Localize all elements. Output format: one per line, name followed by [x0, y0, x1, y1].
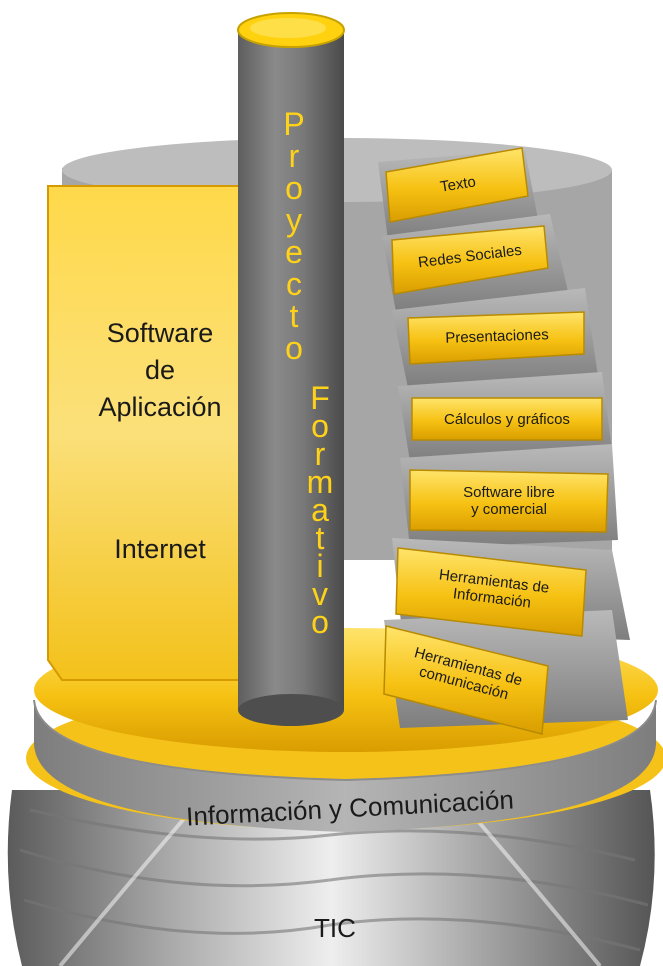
panel-line-de: de: [144, 355, 176, 386]
step-label-calculos: Cálculos y gráficos: [444, 411, 570, 428]
left-panel-text: Software de Aplicación: [60, 318, 260, 423]
panel-line-software: Software: [106, 318, 214, 348]
step-label-boxes: [383, 147, 609, 735]
panel-line-internet: Internet: [114, 534, 206, 564]
panel-line-aplicacion: Aplicación: [98, 392, 222, 423]
column-word-proyecto: P r o y e c t o: [283, 106, 305, 366]
central-column: [237, 12, 345, 726]
step-label-software-libre: Software libre y comercial: [463, 484, 555, 519]
base-label-tic: TIC: [314, 913, 356, 943]
ring-band: [33, 699, 657, 832]
column-word-formativo: F o r m a t i v o: [306, 380, 334, 640]
